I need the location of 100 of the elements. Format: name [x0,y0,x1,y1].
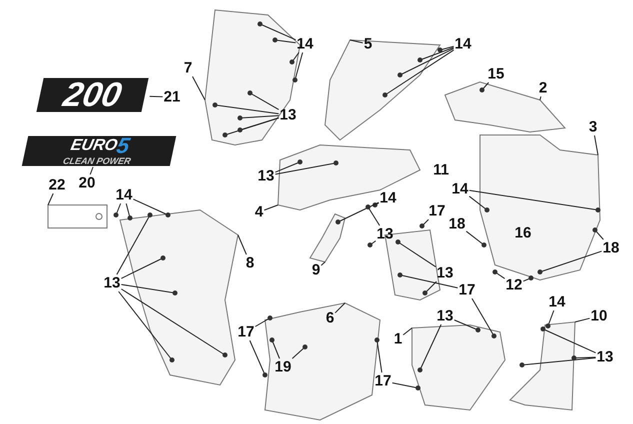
callout-number: 17 [428,204,446,218]
callout-number: 13 [280,108,296,122]
callout-number: 8 [246,256,254,270]
leader-line [468,190,598,210]
leader-line [264,204,278,211]
leader-line [126,203,130,218]
leader-line [482,82,490,90]
leader-line [240,117,280,130]
leader-line [118,291,172,360]
leader-line [274,40,296,44]
callout-number: 14 [116,188,132,202]
leader-line [274,162,300,173]
leader-line [574,356,596,358]
leader-line [400,48,454,76]
leader-line [420,324,442,370]
leader-line [90,166,94,175]
leader-line [522,357,596,366]
leader-line [292,52,300,62]
callout-number: 13 [436,308,454,324]
callout-number: 14 [454,36,472,52]
leader-line [548,310,554,326]
leader-line [574,318,590,322]
callout-number: 16 [514,226,532,240]
leader-line [274,162,336,175]
leader-line [334,302,346,314]
leader-line [594,230,604,240]
callout-number: 21 [164,90,180,104]
callout-number: 11 [433,162,449,178]
leader-line [472,298,494,336]
callout-number: 5 [364,36,372,52]
leader-line [260,24,296,40]
leader-line [240,115,280,118]
leader-line [468,196,488,210]
leader-line [542,328,596,354]
leader-line [338,202,380,222]
callout-number: 9 [312,262,320,278]
decal [22,136,176,166]
headlight-cover-drawing [325,40,440,140]
callout-number: 12 [506,278,522,292]
plate-drawing [48,205,107,228]
leader-line [350,40,364,44]
leader-line [224,118,280,136]
leader-line [132,198,168,216]
callout-number: 20 [78,176,96,190]
front-cover-drawing [278,145,420,210]
leader-line [48,193,54,206]
callout-number: 14 [548,294,566,310]
callout-number: 13 [596,350,614,364]
inner-leg-shield-drawing [480,135,600,280]
leader-line [292,346,306,359]
decal-text: CLEAN POWER [61,156,133,166]
callout-number: 14 [452,182,468,196]
leader-line [214,104,280,114]
bracket-drawing [310,214,345,262]
leader-line [420,47,454,60]
callout-number: 18 [602,240,620,256]
decal-text: 200 [60,78,124,112]
top-panel-drawing [445,82,565,132]
callout-number: 2 [538,80,548,96]
leader-line [249,340,266,376]
leader-line [398,242,436,268]
leader-line [120,288,226,356]
callout-number: 3 [588,120,598,134]
callout-number: 15 [488,66,504,82]
leader-line [400,274,458,288]
leader-line [294,52,304,80]
leader-line [540,250,602,272]
leader-line [424,281,437,294]
callout-number: 13 [104,276,120,290]
callout-number: 13 [376,226,394,242]
callout-number: 17 [374,374,392,388]
leader-line [149,96,164,98]
leader-line [320,262,326,266]
leader-line [254,318,270,327]
callout-number: 22 [48,178,66,192]
leader-line [384,50,454,96]
leader-line [116,214,150,275]
leader-line [368,206,380,226]
leader-line [376,340,382,373]
callout-number: 17 [238,324,254,340]
callout-number: 10 [590,308,608,324]
lower-front-panel-drawing [120,210,238,385]
leader-line [422,219,429,226]
leader-line [238,234,247,255]
side-trim-drawing [510,322,575,410]
callout-number: 18 [448,216,466,232]
callout-number: 17 [458,282,476,298]
callout-number: 4 [254,204,264,220]
leader-line [120,258,164,279]
leader-line [250,92,280,110]
leader-line [272,340,280,359]
callout-number: 19 [274,360,292,374]
leader-line [594,135,598,156]
leader-line [402,328,412,336]
leader-line [466,230,484,246]
callout-number: 7 [184,60,192,76]
grille-panel-drawing [412,325,505,410]
leader-line [494,272,506,280]
callout-number: 13 [258,168,274,184]
leader-line [392,382,418,388]
